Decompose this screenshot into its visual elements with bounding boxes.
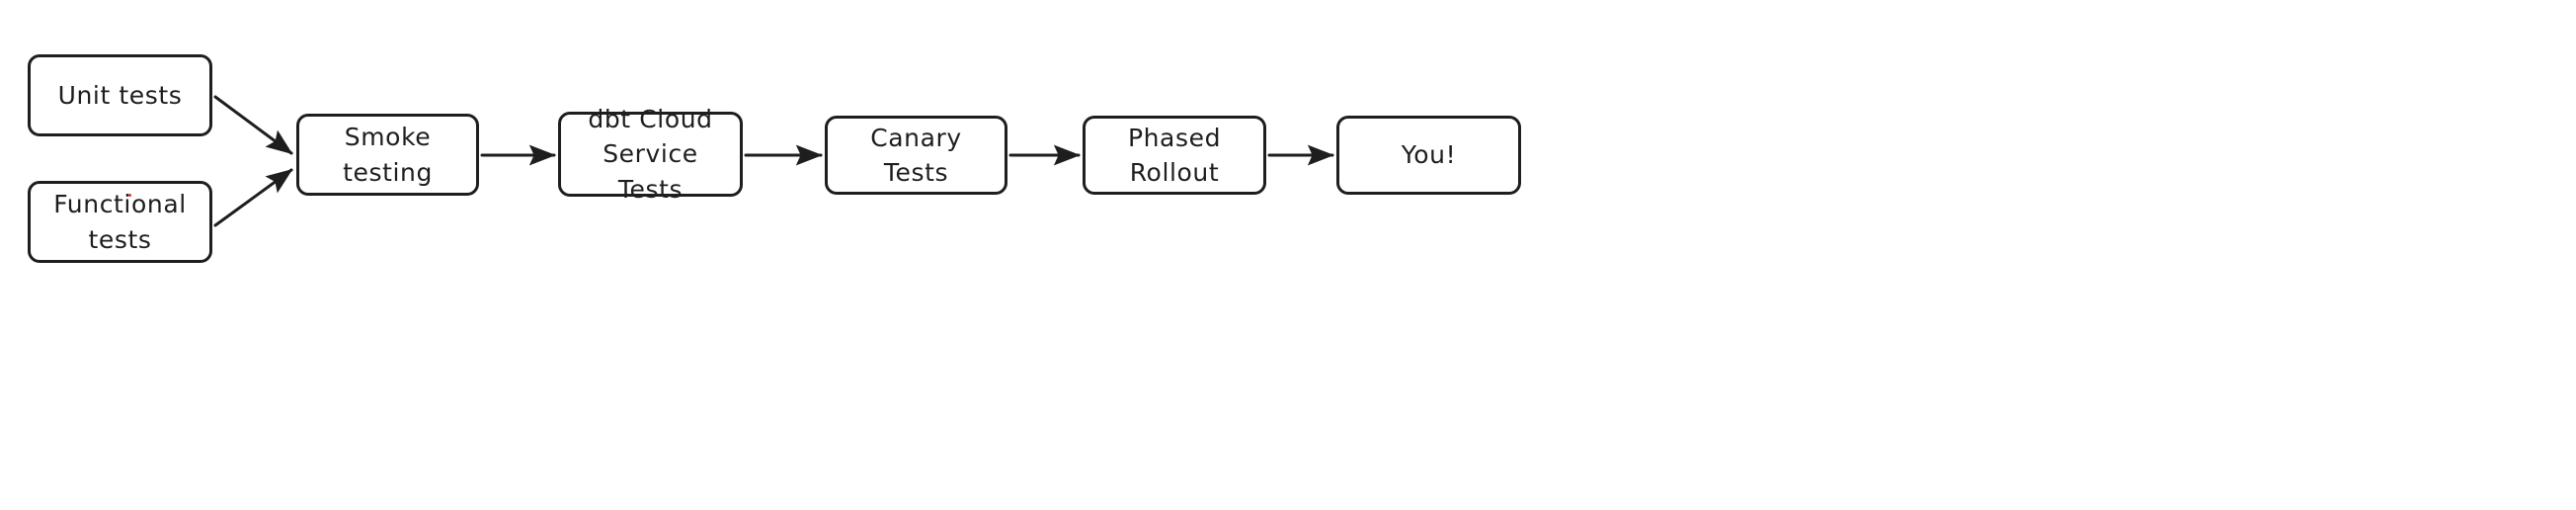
node-smoke-testing[interactable]: Smoke testing — [296, 114, 479, 196]
node-label-unit-tests: Unit tests — [57, 80, 183, 110]
edge-functional-tests-to-smoke-testing — [213, 168, 293, 227]
node-label-canary-tests: Canary Tests — [870, 123, 962, 188]
node-label-functional-tests: Functional tests — [53, 190, 187, 254]
node-canary-tests[interactable]: Canary Tests — [825, 116, 1007, 195]
node-label-dbt-cloud-service-tests: dbt Cloud Service Tests — [588, 104, 713, 204]
node-functional-tests[interactable]: Functional tests — [28, 181, 212, 263]
node-unit-tests[interactable]: Unit tests — [28, 54, 212, 136]
node-label-you: You! — [1401, 140, 1457, 170]
node-dbt-cloud-service-tests[interactable]: dbt Cloud Service Tests — [558, 105, 743, 204]
node-you[interactable]: You! — [1336, 116, 1521, 195]
stray-mark — [128, 194, 131, 197]
node-label-phased-rollout: Phased Rollout — [1127, 123, 1222, 188]
node-label-smoke-testing: Smoke testing — [343, 123, 433, 187]
node-phased-rollout[interactable]: Phased Rollout — [1083, 116, 1266, 195]
edge-unit-tests-to-smoke-testing — [213, 95, 293, 155]
